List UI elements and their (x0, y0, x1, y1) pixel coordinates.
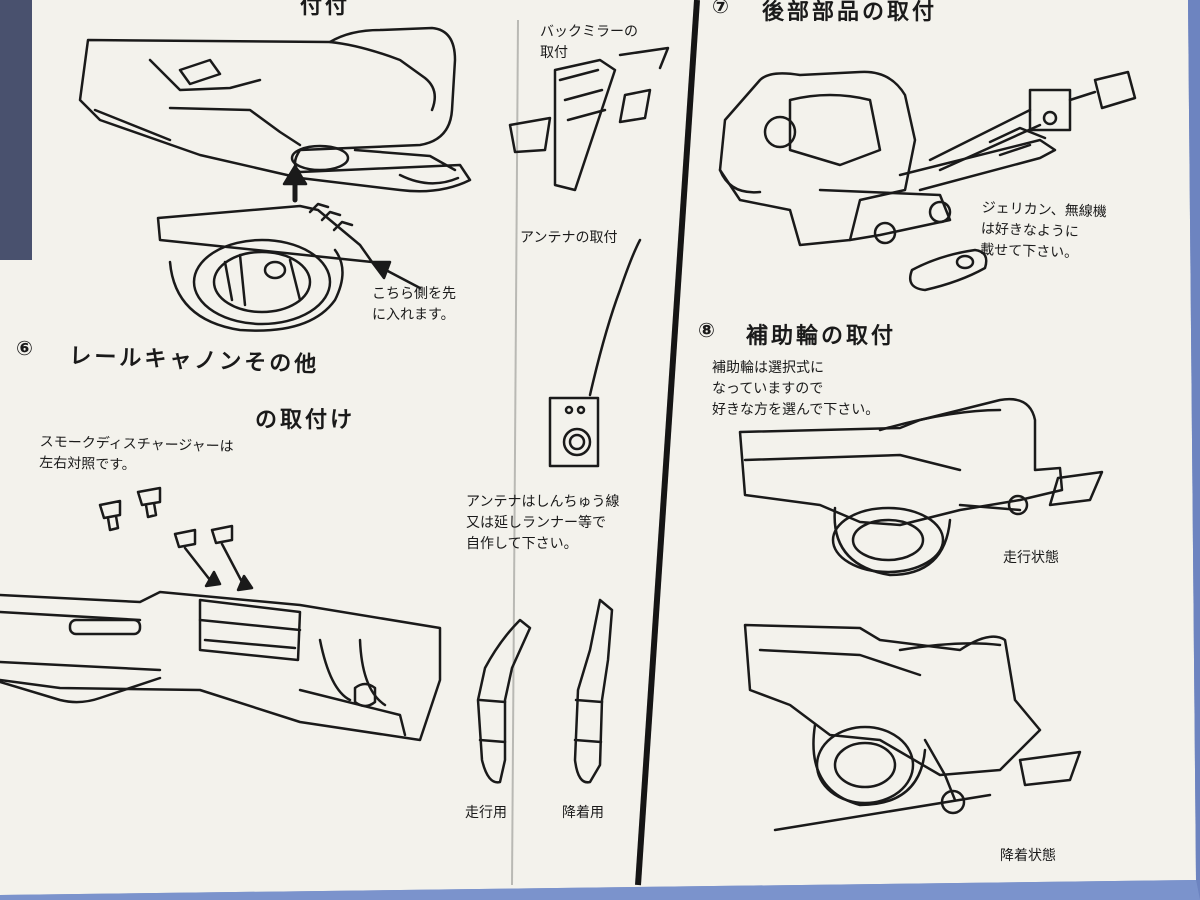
radio-and-jerrycan-drawing (928, 70, 1137, 172)
step6-title-line2: の取付け (255, 408, 356, 433)
antenna-radio-drawing (548, 238, 642, 468)
landing-state-label: 降着状態 (1000, 848, 1056, 864)
wheel-assembly-drawing (156, 202, 374, 332)
step5-heading-fragment: 付付 (300, 0, 351, 19)
step6-note: スモークディスチャージャーは 左右対照です。 (38, 433, 234, 474)
smoke-discharger-parts (98, 486, 244, 584)
step7-number: ⑦ (712, 0, 732, 18)
landing-state-drawing (743, 623, 1082, 832)
rail-cannon-drawing (0, 590, 442, 742)
antenna-label: アンテナの取付 (520, 230, 618, 246)
step7-note: ジェリカン、無線機 は好きなように 載せて下さい。 (979, 199, 1108, 262)
step8-number: ⑧ (698, 318, 718, 342)
jerrycan-loose-drawing (908, 248, 988, 292)
antenna-running-label: 走行用 (465, 805, 507, 821)
step8-note: 補助輪は選択式に なっていますので 好きな方を選んで下さい。 (712, 360, 880, 418)
step8-title: 補助輪の取付 (746, 324, 897, 349)
running-state-drawing (738, 397, 1104, 577)
antenna-part-landing (573, 598, 614, 784)
rear-parts-drawing (718, 70, 1057, 247)
mirror-label: バックミラーの 取付 (540, 24, 638, 61)
mirror-drawing (508, 46, 670, 192)
vehicle-rear-drawing (78, 26, 472, 193)
step6-number: ⑥ (16, 336, 36, 360)
antenna-landing-label: 降着用 (562, 805, 604, 821)
antenna-note: アンテナはしんちゅう線 又は延しランナー等で 自作して下さい。 (466, 494, 620, 552)
fold-line (511, 19, 519, 886)
antenna-part-running (476, 618, 532, 784)
step7-title: 後部部品の取付 (762, 0, 938, 25)
column-divider (635, 0, 700, 886)
arrow-note: こちら側を先 に入れます。 (372, 286, 456, 323)
running-state-label: 走行状態 (1003, 550, 1059, 566)
page-edge-shadow (0, 0, 32, 260)
